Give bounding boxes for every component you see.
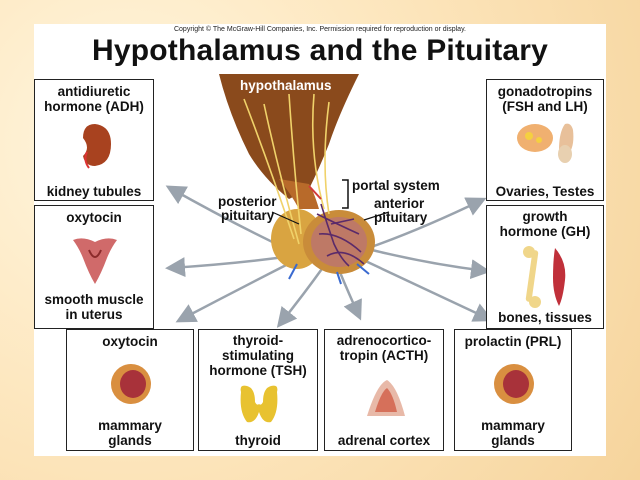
arrow-to-oxytocin-bottom — [175, 258, 297, 323]
arrow-to-gh — [371, 248, 491, 280]
copyright-text: Copyright © The McGraw-Hill Companies, I… — [173, 26, 466, 33]
oxytocin-left-target-1: smooth muscle — [44, 292, 144, 307]
mammary-gland-icon — [494, 364, 534, 404]
adh-hormone-line1: antidiuretic — [57, 84, 131, 99]
label-portal-system: portal system — [352, 178, 440, 193]
acth-target: adrenal cortex — [337, 433, 431, 448]
box-tsh: thyroid- stimulating hormone (TSH) thyro… — [198, 329, 318, 451]
tsh-target: thyroid — [235, 433, 281, 448]
acth-hormone-line1: adrenocortico- — [336, 333, 432, 348]
arrow-to-acth — [337, 269, 362, 321]
gonad-target: Ovaries, Testes — [495, 184, 595, 199]
gonad-hormone-line1: gonadotropins — [497, 84, 593, 99]
label-anterior-pituitary-1: anterior — [374, 196, 425, 211]
box-gonadotropins: gonadotropins (FSH and LH) Ovaries, Test… — [486, 79, 604, 201]
tsh-hormone-line2: stimulating — [221, 348, 294, 363]
arrow-to-gonad — [373, 197, 487, 248]
oxytocin-left-hormone: oxytocin — [66, 210, 122, 225]
adh-hormone-line2: hormone (ADH) — [44, 99, 144, 114]
oxytocin-bottom-hormone: oxytocin — [102, 334, 158, 349]
bone-muscle-icon — [523, 246, 566, 308]
prl-target-1: mammary — [481, 418, 545, 433]
oxytocin-left-target-2: in uterus — [65, 307, 123, 322]
label-hypothalamus: hypothalamus — [240, 78, 332, 93]
acth-hormone-line2: tropin (ACTH) — [339, 348, 429, 363]
adh-target: kidney tubules — [46, 184, 142, 199]
tsh-hormone-line3: hormone (TSH) — [209, 363, 307, 378]
thyroid-icon — [240, 385, 278, 423]
pituitary-illustration — [219, 74, 375, 285]
leader-lines — [271, 211, 390, 225]
box-adh: antidiuretic hormone (ADH) kidney tubule… — [34, 79, 154, 201]
gh-hormone-line1: growth — [522, 209, 568, 224]
portal-bracket — [342, 179, 349, 209]
tsh-hormone-line1: thyroid- — [232, 333, 284, 348]
gh-hormone-line2: hormone (GH) — [499, 224, 591, 239]
label-anterior-pituitary-2: pituitary — [374, 210, 428, 225]
box-oxytocin-left: oxytocin smooth muscle in uterus — [34, 205, 154, 329]
box-oxytocin-bottom: oxytocin mammary glands — [66, 329, 194, 451]
diagram-panel: Copyright © The McGraw-Hill Companies, I… — [34, 24, 606, 456]
box-growth-hormone: growth hormone (GH) bones, tissues — [486, 205, 604, 329]
ovary-testis-icon — [517, 123, 574, 163]
label-posterior-pituitary-2: pituitary — [221, 208, 275, 223]
box-prl: prolactin (PRL) mammary glands — [454, 329, 572, 451]
prl-target-2: glands — [491, 433, 535, 448]
page-title: Hypothalamus and the Pituitary — [91, 34, 549, 67]
oxytocin-bottom-target-2: glands — [108, 433, 152, 448]
gh-target: bones, tissues — [498, 310, 592, 325]
adrenal-gland-icon — [367, 380, 405, 416]
uterus-icon — [73, 238, 117, 284]
box-acth: adrenocortico- tropin (ACTH) adrenal cor… — [324, 329, 444, 451]
arrow-to-tsh — [276, 265, 326, 328]
prl-hormone: prolactin (PRL) — [464, 334, 562, 349]
oxytocin-bottom-target-1: mammary — [98, 418, 162, 433]
label-posterior-pituitary-1: posterior — [218, 194, 277, 209]
arrow-to-prl — [358, 256, 494, 322]
hypothalamus-shape — [219, 74, 359, 199]
mammary-gland-icon — [111, 364, 151, 404]
gonad-hormone-line2: (FSH and LH) — [502, 99, 588, 114]
kidney-icon — [83, 124, 111, 169]
